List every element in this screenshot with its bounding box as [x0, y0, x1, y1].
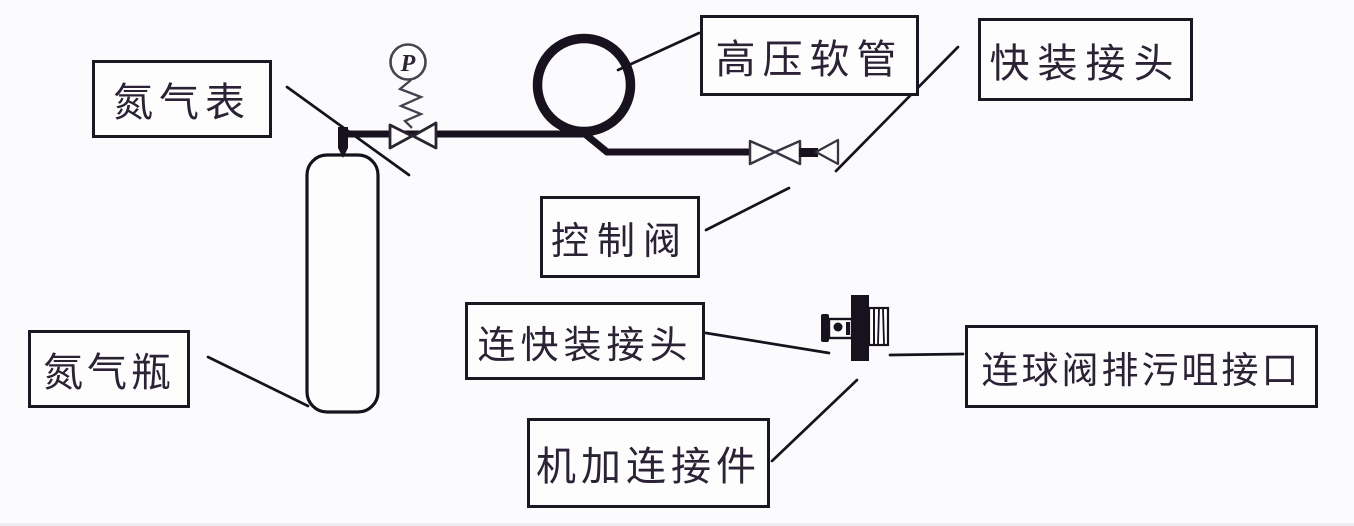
spring-zigzag — [397, 79, 424, 129]
label-nitrogen-bottle: 氮气瓶 — [28, 330, 190, 408]
leader-machined-connector — [770, 378, 859, 463]
nitrogen-bottle-shape — [305, 153, 380, 414]
control-valve-icon — [773, 139, 802, 166]
control-valve-icon — [748, 139, 777, 166]
leader-nitrogen-bottle — [206, 355, 310, 408]
label-ball-valve-drain-port: 连球阀排污咀接口 — [965, 325, 1318, 408]
label-ball-valve-drain-port-text: 连球阀排污咀接口 — [981, 350, 1302, 392]
label-connect-quick-connector: 连快装接头 — [465, 302, 705, 380]
label-control-valve: 控制阀 — [540, 196, 700, 278]
pipe-line — [341, 130, 753, 156]
flange-fitting — [851, 295, 869, 361]
leader-high-pressure-hose — [616, 31, 701, 72]
label-nitrogen-gauge-text: 氮气表 — [113, 80, 251, 125]
bottle-neck-stub — [338, 127, 348, 158]
label-machined-connector-text: 机加连接件 — [536, 444, 761, 489]
label-quick-connector: 快装接头 — [978, 18, 1193, 101]
regulator-valve-icon — [388, 123, 414, 150]
leader-connect-quick-connector — [704, 331, 831, 355]
leader-control-valve — [704, 186, 791, 232]
label-connect-quick-connector-text: 连快装接头 — [477, 324, 693, 367]
label-nitrogen-bottle-text: 氮气瓶 — [43, 350, 175, 395]
label-high-pressure-hose-text: 高压软管 — [715, 36, 904, 82]
label-nitrogen-gauge: 氮气表 — [92, 60, 272, 138]
regulator-valve-icon — [411, 121, 438, 150]
leader-nitrogen-gauge — [285, 85, 411, 177]
pressure-gauge-letter: P — [400, 51, 416, 77]
label-control-valve-text: 控制阀 — [550, 220, 689, 263]
hose-coil — [532, 33, 636, 137]
photo-bottom-edge — [0, 523, 1354, 526]
thread-hatch-line — [882, 308, 885, 345]
pressure-gauge-icon — [389, 43, 427, 81]
fitting-body-detail — [846, 322, 850, 335]
leader-ball-valve-drain-port — [888, 352, 965, 357]
thread-hatch-line — [877, 308, 880, 345]
fitting-body-detail — [833, 322, 843, 332]
label-high-pressure-hose: 高压软管 — [700, 15, 919, 96]
fitting-left-cap — [821, 314, 829, 342]
leader-quick-connector — [834, 45, 960, 173]
label-quick-connector-text: 快装接头 — [989, 40, 1182, 86]
quick-connector-icon — [814, 138, 840, 166]
label-machined-connector: 机加连接件 — [527, 418, 770, 508]
pipe-stub — [799, 148, 818, 157]
